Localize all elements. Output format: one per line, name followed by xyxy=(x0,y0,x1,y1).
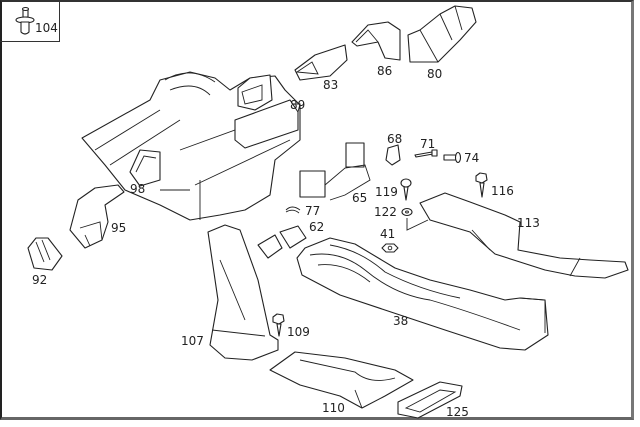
part-68-connector-bracket[interactable] xyxy=(385,144,401,166)
label-119[interactable]: 119 xyxy=(375,185,398,199)
part-77-clip[interactable] xyxy=(285,206,301,214)
part-98-side-vent[interactable] xyxy=(129,149,161,187)
label-113[interactable]: 113 xyxy=(517,216,540,230)
part-38-floor-duct[interactable] xyxy=(296,237,549,351)
part-109-hex-screw[interactable] xyxy=(272,313,285,337)
part-107-footwell-duct[interactable] xyxy=(207,224,279,361)
label-65[interactable]: 65 xyxy=(352,191,367,205)
part-116-hex-screw[interactable] xyxy=(475,172,488,198)
part-122-washer[interactable] xyxy=(401,207,413,217)
label-71[interactable]: 71 xyxy=(420,137,435,151)
leader-41-122 xyxy=(406,218,429,231)
leader-89 xyxy=(296,103,301,113)
label-98[interactable]: 98 xyxy=(130,182,145,196)
part-95-side-duct[interactable] xyxy=(69,184,125,249)
part-80-angled-duct[interactable] xyxy=(407,5,477,63)
part-110-rear-floor-duct[interactable] xyxy=(269,351,414,409)
part-62-connector-block[interactable] xyxy=(257,225,307,259)
part-41-nut[interactable] xyxy=(381,243,399,253)
label-74[interactable]: 74 xyxy=(464,151,479,165)
label-38[interactable]: 38 xyxy=(393,314,408,328)
label-110[interactable]: 110 xyxy=(322,401,345,415)
label-107[interactable]: 107 xyxy=(181,334,204,348)
label-95[interactable]: 95 xyxy=(111,221,126,235)
push-clip-rivet-icon xyxy=(15,6,35,35)
part-65-connector-housing[interactable] xyxy=(299,142,371,201)
label-122[interactable]: 122 xyxy=(374,205,397,219)
label-62[interactable]: 62 xyxy=(309,220,324,234)
part-86-duct-elbow[interactable] xyxy=(351,21,401,61)
label-77[interactable]: 77 xyxy=(305,204,320,218)
part-89-heater-housing[interactable] xyxy=(81,71,301,221)
label-41[interactable]: 41 xyxy=(380,227,395,241)
label-116[interactable]: 116 xyxy=(491,184,514,198)
inset-box xyxy=(0,0,60,42)
part-113-rear-duct[interactable] xyxy=(419,192,629,279)
label-80[interactable]: 80 xyxy=(427,67,442,81)
part-74-bolt[interactable] xyxy=(443,151,462,164)
label-125[interactable]: 125 xyxy=(446,405,469,419)
part-125-outlet-grille[interactable] xyxy=(397,381,463,419)
label-92[interactable]: 92 xyxy=(32,273,47,287)
label-104[interactable]: 104 xyxy=(35,21,58,35)
label-86[interactable]: 86 xyxy=(377,64,392,78)
part-83-duct-piece[interactable] xyxy=(294,44,348,81)
label-109[interactable]: 109 xyxy=(287,325,310,339)
label-89[interactable]: 89 xyxy=(290,98,305,112)
part-119-screw[interactable] xyxy=(400,178,412,201)
part-92-outlet-nozzle[interactable] xyxy=(27,237,63,271)
label-83[interactable]: 83 xyxy=(323,78,338,92)
part-71-screw[interactable] xyxy=(414,149,438,158)
label-68[interactable]: 68 xyxy=(387,132,402,146)
